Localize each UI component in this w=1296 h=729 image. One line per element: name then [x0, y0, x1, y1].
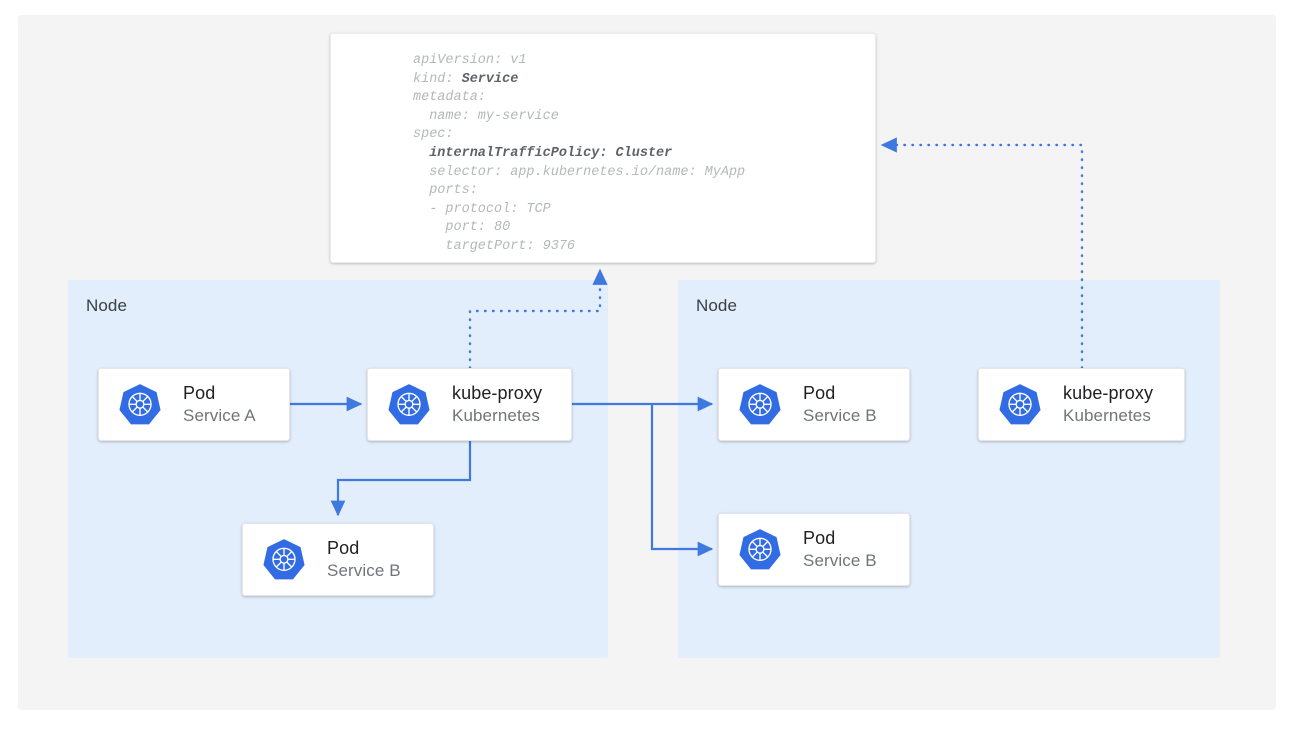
kubernetes-icon — [388, 383, 430, 424]
card-pod-service-b-right-top[interactable]: Pod Service B — [718, 368, 910, 441]
card-title: Pod — [327, 538, 360, 559]
card-pod-service-b-left[interactable]: Pod Service B — [242, 523, 434, 596]
card-subtitle: Service B — [803, 406, 877, 426]
service-manifest-box: apiVersion: v1 kind: Service metadata: n… — [330, 33, 876, 263]
card-title: kube-proxy — [1063, 383, 1154, 404]
card-kube-proxy-right[interactable]: kube-proxy Kubernetes — [978, 368, 1185, 441]
card-subtitle: Service B — [803, 551, 877, 571]
node-label-right: Node — [696, 296, 738, 315]
card-pod-service-b-right-bottom[interactable]: Pod Service B — [718, 513, 910, 586]
card-subtitle: Service A — [183, 406, 256, 426]
card-title: kube-proxy — [452, 383, 543, 404]
card-title: Pod — [183, 383, 216, 404]
card-subtitle: Service B — [327, 561, 401, 581]
kubernetes-icon — [119, 383, 161, 424]
node-box-right — [678, 280, 1220, 658]
service-manifest-text: apiVersion: v1 kind: Service metadata: n… — [413, 53, 746, 254]
card-title: Pod — [803, 528, 836, 549]
card-subtitle: Kubernetes — [452, 406, 540, 426]
kubernetes-icon — [739, 528, 781, 569]
card-pod-service-a[interactable]: Pod Service A — [98, 368, 290, 441]
card-title: Pod — [803, 383, 836, 404]
node-box-left — [68, 280, 608, 658]
node-label-left: Node — [86, 296, 128, 315]
kubernetes-icon — [739, 383, 781, 424]
kubernetes-icon — [263, 538, 305, 579]
kubernetes-icon — [999, 383, 1041, 424]
card-kube-proxy-left[interactable]: kube-proxy Kubernetes — [367, 368, 572, 441]
card-subtitle: Kubernetes — [1063, 406, 1151, 426]
